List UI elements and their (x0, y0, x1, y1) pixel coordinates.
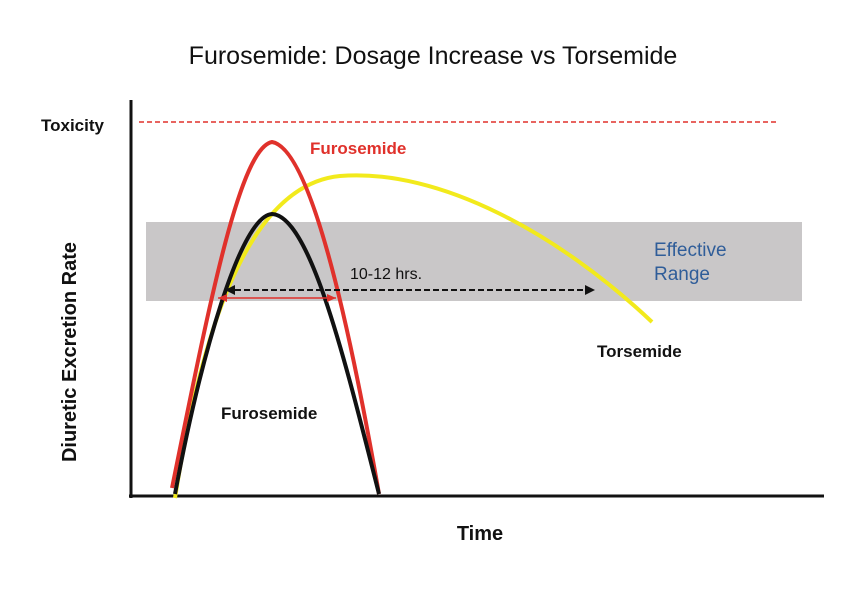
furosemide-high-dose-label: Furosemide (310, 139, 406, 158)
furosemide-standard-label: Furosemide (221, 404, 317, 423)
effective-range-label-line1: Effective (654, 240, 727, 261)
furosemide-high-dose-curve (170, 139, 381, 495)
furosemide-standard-curve (173, 211, 381, 495)
diagram-title: Furosemide: Dosage Increase vs Torsemide (189, 42, 678, 70)
toxicity-label: Toxicity (41, 116, 105, 135)
torsemide-label: Torsemide (597, 342, 682, 361)
y-axis-label: Diuretic Excretion Rate (59, 242, 81, 462)
duration-label: 10-12 hrs. (350, 266, 422, 283)
x-axis-label: Time (457, 523, 503, 545)
effective-range-label-line2: Range (654, 264, 710, 285)
